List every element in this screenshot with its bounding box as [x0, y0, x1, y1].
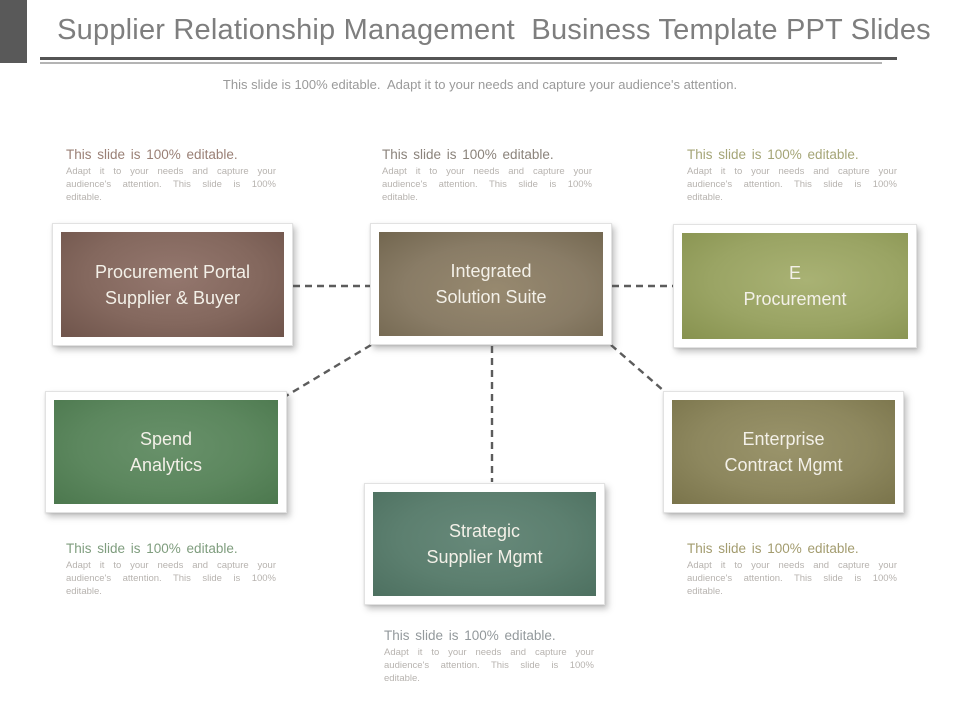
note-bottom-center: This slide is 100% editable. Adapt it to… — [384, 628, 594, 685]
box-label-line1: Procurement Portal — [94, 261, 251, 282]
note-top-right: This slide is 100% editable. Adapt it to… — [687, 147, 897, 204]
box-label-line1: Spend — [139, 429, 193, 449]
box-label-line1: Strategic — [448, 521, 521, 541]
page-title: Supplier Relationship Management Busines… — [57, 14, 931, 46]
note-bottom-left: This slide is 100% editable. Adapt it to… — [66, 541, 276, 598]
note-top-center: This slide is 100% editable. Adapt it to… — [382, 147, 592, 204]
note-heading: This slide is 100% editable. — [687, 541, 859, 556]
title-rule-dark — [40, 57, 897, 60]
box-fill: Procurement Portal Supplier & Buyer — [61, 232, 284, 337]
box-procurement-portal: Procurement Portal Supplier & Buyer — [52, 223, 293, 346]
note-heading: This slide is 100% editable. — [384, 628, 556, 643]
box-strategic-supplier-mgmt: Strategic Supplier Mgmt — [364, 483, 605, 605]
slide-subtitle: This slide is 100% editable. Adapt it to… — [222, 77, 738, 92]
box-fill: Enterprise Contract Mgmt — [672, 400, 895, 504]
note-heading: This slide is 100% editable. — [382, 147, 554, 162]
box-spend-analytics: Spend Analytics — [45, 391, 287, 513]
note-bottom-right: This slide is 100% editable. Adapt it to… — [687, 541, 897, 598]
note-heading: This slide is 100% editable. — [687, 147, 859, 162]
box-fill: E Procurement — [682, 233, 908, 339]
box-label-line2: Contract Mgmt — [724, 455, 843, 475]
box-label-line2: Analytics — [129, 455, 203, 475]
box-label-line1: Integrated — [450, 261, 532, 281]
note-top-left: This slide is 100% editable. Adapt it to… — [66, 147, 276, 204]
box-e-procurement: E Procurement — [673, 224, 917, 348]
note-heading: This slide is 100% editable. — [66, 147, 238, 162]
box-label-line1: E — [788, 263, 801, 283]
box-label-line2: Solution Suite — [435, 287, 547, 307]
box-label-line2: Procurement — [743, 289, 847, 309]
box-label-line2: Supplier Mgmt — [426, 547, 543, 567]
accent-bar — [0, 0, 27, 63]
note-body: Adapt it to your needs and capture your … — [382, 166, 592, 203]
note-body: Adapt it to your needs and capture your … — [687, 166, 897, 203]
connector-diagonal-left — [285, 343, 372, 398]
title-rule-light — [40, 62, 882, 64]
box-integrated-solution-suite: Integrated Solution Suite — [370, 223, 612, 345]
box-enterprise-contract-mgmt: Enterprise Contract Mgmt — [663, 391, 904, 513]
note-body: Adapt it to your needs and capture your … — [384, 647, 594, 684]
note-body: Adapt it to your needs and capture your … — [66, 166, 276, 203]
box-fill: Strategic Supplier Mgmt — [373, 492, 596, 596]
box-label-line1: Enterprise — [742, 429, 825, 449]
box-fill: Spend Analytics — [54, 400, 278, 504]
note-body: Adapt it to your needs and capture your … — [66, 560, 276, 597]
connector-diagonal-right — [610, 344, 665, 392]
box-fill: Integrated Solution Suite — [379, 232, 603, 336]
note-body: Adapt it to your needs and capture your … — [687, 560, 897, 597]
note-heading: This slide is 100% editable. — [66, 541, 238, 556]
box-label-line2: Supplier & Buyer — [104, 287, 241, 308]
